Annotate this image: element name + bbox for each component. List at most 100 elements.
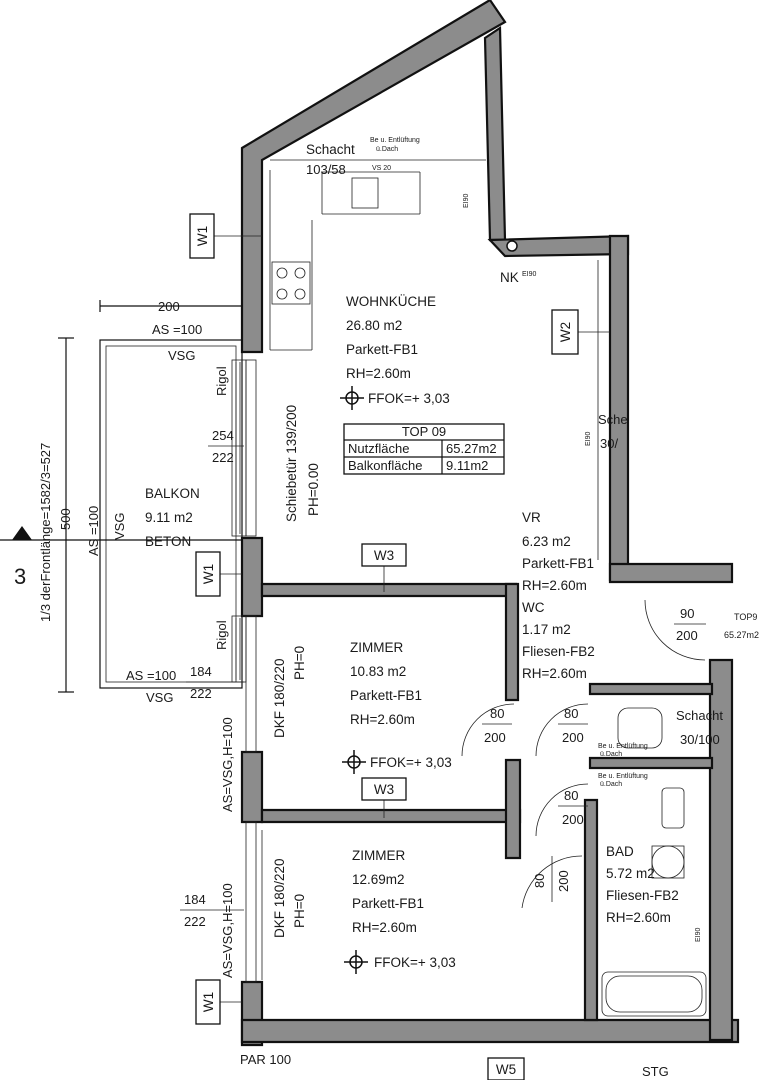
outer-wall-south bbox=[240, 1018, 740, 1044]
room-area: 12.69m2 bbox=[352, 872, 405, 887]
dim-value: 222 bbox=[212, 450, 234, 465]
top9-area: 65.27m2 bbox=[724, 630, 759, 640]
cooktop bbox=[271, 261, 311, 305]
dim-value: 222 bbox=[184, 914, 206, 929]
room-wohnkueche: WOHNKÜCHE 26.80 m2 Parkett-FB1 RH=2.60m … bbox=[346, 294, 450, 406]
fire-rating-label: EI90 bbox=[463, 193, 470, 208]
dim-value: 200 bbox=[484, 730, 506, 745]
ventilation-note: Be u. Entlüftung bbox=[598, 773, 648, 780]
top-table-label-balkonflaeche: Balkonfläche bbox=[348, 458, 422, 473]
room-ffok: FFOK=+ 3,03 bbox=[370, 755, 452, 770]
room-height: RH=2.60m bbox=[352, 920, 417, 935]
room-area: 26.80 m2 bbox=[346, 318, 402, 333]
room-floor: Parkett-FB1 bbox=[522, 556, 594, 571]
ffok-markers bbox=[340, 386, 368, 974]
room-height: RH=2.60m bbox=[522, 578, 587, 593]
fire-rating-label: EI90 bbox=[585, 431, 592, 446]
nk-label: NK bbox=[500, 270, 519, 285]
outer-wall-east bbox=[608, 234, 630, 582]
outer-wall-east-step bbox=[608, 562, 734, 584]
top-table: TOP 09 Nutzfläche 65.27m2 Balkonfläche 9… bbox=[343, 423, 505, 475]
room-name: BAD bbox=[606, 844, 634, 859]
outer-wall-west-mid bbox=[240, 536, 264, 618]
room-area: 10.83 m2 bbox=[350, 664, 406, 679]
door-swings bbox=[461, 599, 706, 909]
ffok-marker-icon bbox=[342, 750, 366, 774]
room-area: 1.17 m2 bbox=[522, 622, 571, 637]
room-name: ZIMMER bbox=[350, 640, 403, 655]
window-label-w5: W5 bbox=[496, 1062, 516, 1077]
room-height: RH=2.60m bbox=[606, 910, 671, 925]
room-bad: BAD 5.72 m2 Fliesen-FB2 RH=2.60m bbox=[606, 844, 679, 925]
room-height: RH=2.60m bbox=[346, 366, 411, 381]
door-spec-label: DKF 180/220 bbox=[272, 658, 287, 738]
schacht-label: Schacht bbox=[306, 142, 355, 157]
room-name: ZIMMER bbox=[352, 848, 405, 863]
schacht-number: 103/58 bbox=[306, 162, 346, 177]
window-label-w3-bottom: W3 bbox=[374, 782, 394, 797]
dim-value: 200 bbox=[562, 812, 584, 827]
drain-label: Rigol bbox=[214, 366, 229, 396]
room-floor: Parkett-FB1 bbox=[352, 896, 424, 911]
parapet-label: PAR 100 bbox=[240, 1052, 291, 1067]
outer-wall-west-lower bbox=[240, 750, 264, 824]
axis-label: 3 bbox=[14, 564, 26, 589]
room-floor: Fliesen-FB2 bbox=[522, 644, 595, 659]
room-balkon: BALKON 9.11 m2 BETON bbox=[145, 486, 200, 549]
railing-height-label: AS =100 bbox=[152, 322, 202, 337]
dim-value: 222 bbox=[190, 686, 212, 701]
glass-label: VSG bbox=[146, 690, 173, 705]
wall-zimmer1-right bbox=[504, 582, 520, 702]
schacht-number-east: 30/ bbox=[600, 436, 618, 451]
top-table-title: TOP 09 bbox=[402, 424, 446, 439]
room-name: WOHNKÜCHE bbox=[346, 294, 436, 309]
ventilation-note: Be u. Entlüftung bbox=[370, 137, 420, 144]
walls bbox=[240, 0, 740, 1047]
window-label-w1-bottom: W1 bbox=[201, 992, 216, 1012]
dim-value: 200 bbox=[676, 628, 698, 643]
railing-label: AS=VSG,H=100 bbox=[220, 717, 235, 812]
ffok-marker-icon bbox=[340, 386, 364, 410]
balcony-outline bbox=[99, 339, 257, 983]
room-vr: VR 6.23 m2 Parkett-FB1 RH=2.60m bbox=[522, 510, 594, 593]
dim-value: 200 bbox=[556, 870, 571, 892]
room-height: RH=2.60m bbox=[350, 712, 415, 727]
sink bbox=[661, 787, 685, 829]
wall-zimmer2-right bbox=[583, 798, 599, 1022]
bathtub bbox=[601, 971, 707, 1017]
glass-label: VSG bbox=[168, 348, 195, 363]
sloped-wall bbox=[483, 25, 507, 242]
room-height: RH=2.60m bbox=[522, 666, 587, 681]
nk-marker-icon bbox=[506, 240, 518, 252]
railing-label: AS=VSG,H=100 bbox=[220, 883, 235, 978]
top-table-value-nutzflaeche: 65.27m2 bbox=[446, 441, 497, 456]
window-label-w1-mid: W1 bbox=[201, 564, 216, 584]
room-zimmer-2: ZIMMER 12.69m2 Parkett-FB1 RH=2.60m FFOK… bbox=[352, 848, 456, 970]
ventilation-note: ü.Dach bbox=[376, 146, 398, 153]
stair-label: STG bbox=[642, 1064, 669, 1079]
room-ffok: FFOK=+ 3,03 bbox=[368, 391, 450, 406]
room-wc: WC 1.17 m2 Fliesen-FB2 RH=2.60m bbox=[522, 600, 595, 681]
window-label-w2: W2 bbox=[558, 322, 573, 342]
toilet bbox=[617, 707, 663, 749]
ventilation-note: ü.Dach bbox=[600, 751, 622, 758]
passage-height-label: PH=0 bbox=[292, 646, 307, 680]
dimension-numbers: 200 254 222 184 222 184 222 80 200 80 20… bbox=[58, 299, 706, 929]
inner-lines bbox=[261, 159, 599, 980]
schacht-label-east: Sche bbox=[598, 412, 628, 427]
vs-label: VS 20 bbox=[372, 165, 391, 172]
balcony-top-dimension bbox=[99, 300, 242, 312]
dim-value: 80 bbox=[564, 706, 578, 721]
door-spec-label: DKF 180/220 bbox=[272, 858, 287, 938]
ventilation-note: ü.Dach bbox=[600, 781, 622, 788]
dim-value: 80 bbox=[532, 874, 547, 888]
railing-height-label: AS =100 bbox=[86, 506, 101, 556]
room-material: BETON bbox=[145, 534, 191, 549]
window-label-w3-top: W3 bbox=[374, 548, 394, 563]
washing-machine bbox=[651, 845, 685, 879]
dim-value: 184 bbox=[190, 664, 212, 679]
room-ffok: FFOK=+ 3,03 bbox=[374, 955, 456, 970]
room-name: WC bbox=[522, 600, 545, 615]
wall-wc-bottom bbox=[588, 682, 714, 696]
